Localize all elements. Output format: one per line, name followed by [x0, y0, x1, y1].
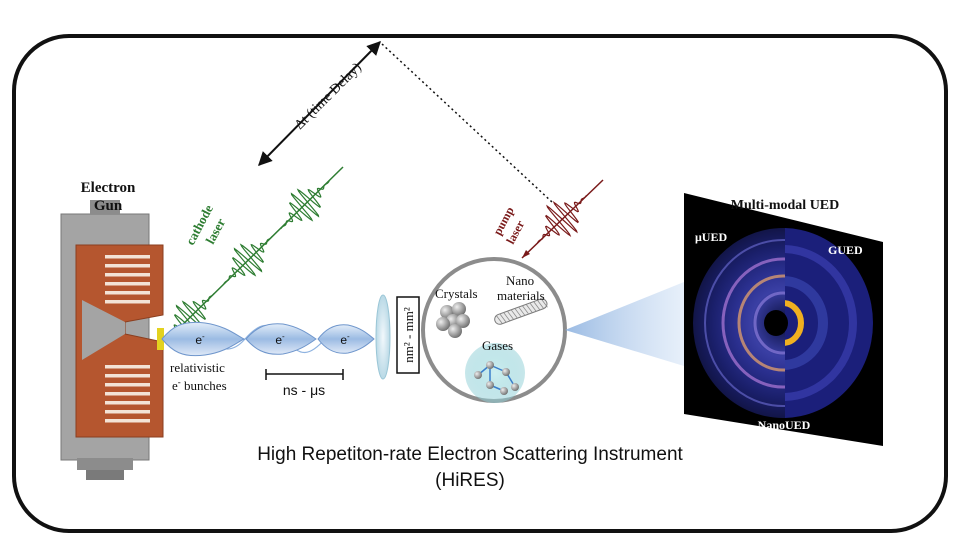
svg-text:e-: e-	[340, 332, 350, 347]
focus-size-box	[396, 296, 420, 374]
focus-size-label: nm² - mm²	[401, 307, 416, 363]
spacing-bracket	[265, 369, 344, 380]
svg-text:e-: e-	[195, 332, 205, 347]
bunch-caption-sup: -	[178, 377, 181, 387]
detector	[684, 193, 883, 446]
svg-text:e- bunches: e- bunches	[172, 377, 227, 393]
bunch-3-e: e	[340, 333, 347, 347]
bunch-3	[317, 324, 375, 354]
bunch-2-e: e	[275, 333, 282, 347]
bunch-2-e-sup: -	[282, 332, 285, 341]
crystals-label: Crystals	[435, 286, 478, 301]
cathode-laser	[165, 166, 344, 342]
spacing-label: ns - μs	[283, 382, 325, 398]
electron-gun-label-2: Gun	[94, 198, 123, 214]
nano-label-1: Nano	[506, 273, 534, 288]
bunch-1-e: e	[195, 333, 202, 347]
gas-glow	[465, 343, 525, 403]
focusing-lens	[375, 294, 391, 380]
gas-molecules	[474, 361, 519, 395]
bunch-1-e-sup: -	[202, 332, 205, 341]
nanotube-hatch	[525, 304, 533, 313]
nanotube-hatch	[518, 306, 526, 316]
electron-gun-label-1: Electron	[81, 180, 136, 196]
nanotube-hatch	[540, 298, 548, 308]
nanotube-hatch	[510, 309, 518, 319]
bunch-caption-1: relativistic	[170, 360, 225, 375]
bunch-caption-rest: bunches	[181, 378, 227, 393]
cathode-pulse-1	[280, 180, 330, 230]
gases-label: Gases	[482, 338, 513, 353]
instrument-acronym: (HiRES)	[435, 470, 505, 491]
gued-label: GUED	[828, 243, 863, 257]
svg-text:e-: e-	[275, 332, 285, 347]
photocathode	[157, 328, 164, 350]
electron-gun	[60, 200, 164, 480]
instrument-title: High Repetiton-rate Electron Scattering …	[257, 444, 683, 465]
nanotube-hatch	[499, 313, 507, 323]
nanotube-hatch	[522, 305, 529, 315]
time-delay-arrow	[258, 41, 381, 166]
pump-laser	[521, 179, 604, 259]
bunch-2	[245, 323, 317, 355]
electron-bunches	[161, 321, 375, 357]
time-delay-label: Δt (time Delay)	[292, 60, 365, 133]
nano-label-2: materials	[497, 288, 545, 303]
detector-title: Multi-modal UED	[731, 198, 840, 213]
scattered-beam	[565, 282, 684, 366]
nanotube-hatch	[495, 315, 503, 324]
time-delay-dotted-line	[381, 43, 553, 203]
nanotube-hatch	[507, 310, 514, 320]
mued-label: μUED	[695, 230, 727, 244]
bunch-caption-e: e	[172, 378, 178, 393]
bunch-1	[161, 321, 246, 357]
crystal-cluster	[436, 302, 470, 338]
nanotube-hatch	[537, 299, 545, 309]
pump-pulse	[537, 195, 587, 243]
nanotube-hatch	[514, 308, 522, 318]
nanotube-hatch	[529, 302, 537, 312]
nanoued-label: NanoUED	[758, 418, 811, 432]
outer-frame	[12, 34, 948, 533]
cathode-pulse-2	[223, 235, 273, 285]
nanotube-hatch	[533, 301, 541, 311]
nanotube	[494, 298, 548, 325]
bunch-3-e-sup: -	[347, 332, 350, 341]
nanotube-hatch	[503, 312, 511, 322]
